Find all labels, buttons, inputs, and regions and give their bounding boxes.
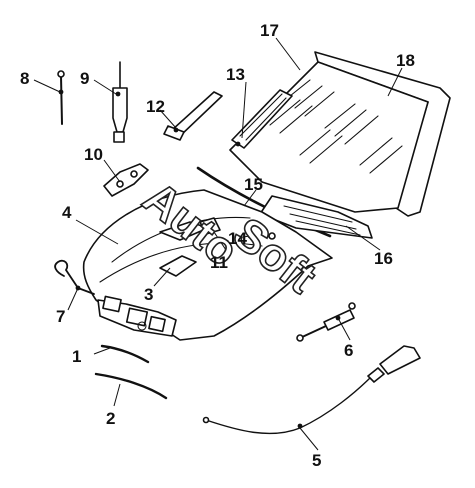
front-grille <box>97 295 177 337</box>
antenna-assembly <box>112 61 128 143</box>
support-rod <box>57 70 65 125</box>
moulding-strip-upper <box>100 344 150 364</box>
callout-labels: 8 9 12 13 17 18 10 15 4 14 11 16 3 7 6 1… <box>20 21 415 470</box>
hood-hinge <box>103 163 149 197</box>
wiper-blade <box>163 91 223 141</box>
windshield-glass <box>229 61 429 213</box>
moulding-strip-lower <box>94 372 168 400</box>
callout-5: 5 <box>312 451 321 470</box>
callout-6: 6 <box>344 341 353 360</box>
latch-pad <box>159 255 197 277</box>
callout-8: 8 <box>20 69 29 88</box>
wiper-arm <box>231 89 293 149</box>
callout-16: 16 <box>374 249 393 268</box>
leader-lines <box>33 37 403 451</box>
windshield-hatching <box>269 79 403 174</box>
cowl-panel <box>259 195 373 239</box>
callout-4: 4 <box>62 203 72 222</box>
callout-2: 2 <box>106 409 115 428</box>
callout-18: 18 <box>396 51 415 70</box>
release-cable <box>202 345 421 435</box>
callout-9: 9 <box>80 69 89 88</box>
hood-panel <box>82 189 333 341</box>
callout-14: 14 <box>228 229 247 248</box>
callout-3: 3 <box>144 285 153 304</box>
callout-13: 13 <box>226 65 245 84</box>
hood-crease-lower <box>99 242 263 283</box>
gas-strut <box>296 302 356 342</box>
callout-15: 15 <box>244 175 263 194</box>
callout-1: 1 <box>72 347 81 366</box>
callout-17: 17 <box>260 21 279 40</box>
callout-10: 10 <box>84 145 103 164</box>
callout-12: 12 <box>146 97 165 116</box>
callout-11: 11 <box>210 253 228 272</box>
callout-7: 7 <box>56 307 65 326</box>
